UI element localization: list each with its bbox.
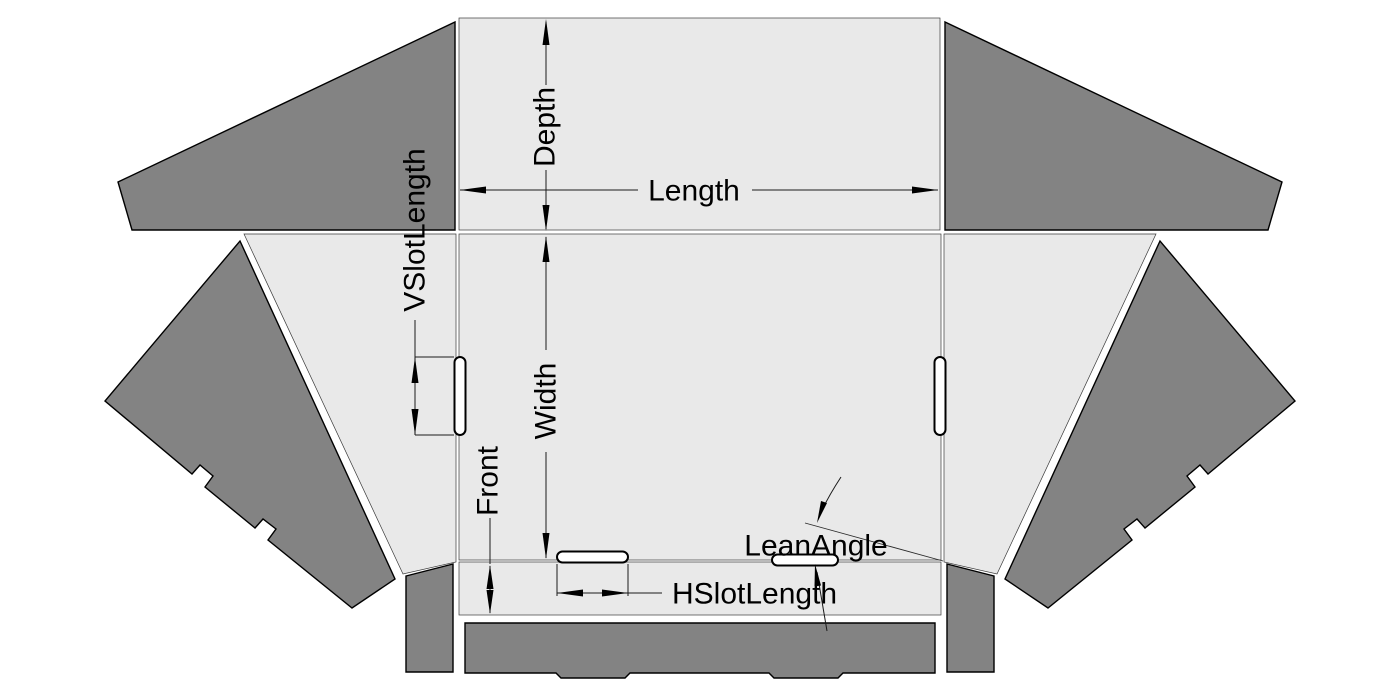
vslot-arrow-up	[411, 357, 419, 383]
lean-angle-arrow-upper	[817, 501, 827, 523]
lean-angle-annotation: LeanAngle	[744, 476, 944, 632]
top-left-dust-flap	[117, 20, 456, 231]
bottom-tuck-flap	[464, 622, 936, 679]
panels-layer	[243, 17, 1157, 616]
front-strip-panel	[458, 561, 942, 616]
hslot-length-dimension: HSlotLength	[556, 564, 837, 611]
right-wing-flap	[1004, 239, 1296, 609]
left-horizontal-slot	[556, 550, 629, 564]
top-lid-panel	[458, 17, 941, 231]
right-bottom-strip	[946, 563, 995, 673]
flaps-layer	[104, 20, 1296, 679]
depth-arrow-down	[542, 205, 550, 231]
length-dimension: Length	[460, 175, 938, 208]
depth-dimension: Depth	[529, 19, 562, 231]
lean-angle-label: LeanAngle	[744, 530, 887, 563]
hslot-extension-lines	[556, 564, 629, 596]
hslot-arrow-right	[602, 589, 628, 597]
left-wing-flap	[104, 239, 396, 609]
width-label: Width	[530, 363, 563, 440]
length-label: Length	[648, 175, 740, 208]
vslot-length-dimension: VSlotLength	[399, 148, 454, 436]
front-arrow-down	[486, 590, 494, 614]
lean-reference-line	[804, 522, 944, 562]
left-bottom-strip	[405, 563, 454, 673]
vslot-arrow-down	[411, 409, 419, 435]
right-side-panel	[943, 233, 1157, 575]
front-dimension: Front	[472, 445, 505, 614]
width-arrow-up	[542, 236, 550, 262]
lean-angle-arrow-lower	[814, 564, 821, 587]
right-horizontal-slot	[771, 553, 839, 567]
slots-layer	[453, 356, 947, 567]
left-vertical-slot	[453, 356, 467, 436]
width-arrow-down	[542, 533, 550, 559]
length-arrow-right	[912, 186, 938, 194]
front-arrow-up	[486, 565, 494, 589]
top-right-dust-flap	[944, 20, 1283, 231]
left-side-panel	[243, 233, 457, 575]
front-label: Front	[472, 445, 505, 516]
hslot-arrow-left	[557, 589, 583, 597]
hslot-length-label: HSlotLength	[672, 578, 837, 611]
length-arrow-left	[460, 186, 486, 194]
depth-label: Depth	[529, 87, 562, 167]
main-panel	[458, 233, 942, 561]
width-dimension: Width	[530, 236, 563, 559]
right-vertical-slot	[933, 356, 947, 436]
depth-arrow-up	[542, 19, 550, 45]
vslot-length-label: VSlotLength	[399, 148, 432, 311]
